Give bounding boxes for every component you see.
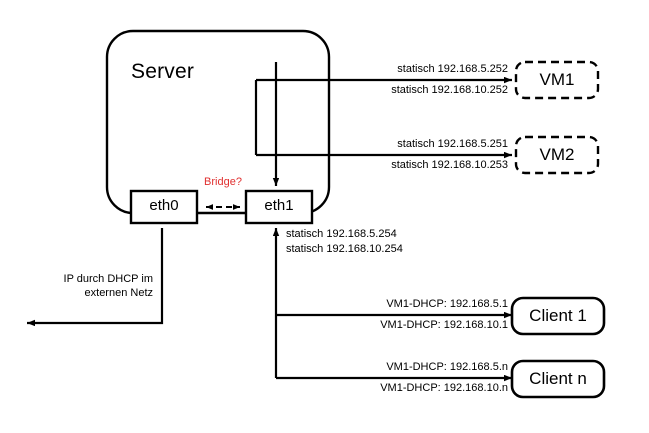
eth0-label: eth0 bbox=[149, 197, 179, 214]
external-dhcp-line1: IP durch DHCP im bbox=[63, 273, 153, 285]
eth1-box bbox=[244, 189, 314, 225]
eth1-address-line1: statisch 192.168.5.254 bbox=[286, 228, 397, 240]
client1-label: Client 1 bbox=[529, 306, 587, 325]
eth0-box bbox=[129, 189, 199, 225]
vm2-box bbox=[514, 135, 600, 175]
external-dhcp-line2: externen Netz bbox=[84, 287, 153, 299]
vm1-label: VM1 bbox=[539, 70, 575, 89]
vm2-address-above: statisch 192.168.5.251 bbox=[397, 138, 508, 150]
clientn-address-below: VM1-DHCP: 192.168.10.n bbox=[380, 382, 508, 394]
bridge-label: Bridge? bbox=[204, 176, 242, 188]
vm1-address-below: statisch 192.168.10.252 bbox=[391, 84, 508, 96]
vm1-box bbox=[514, 60, 600, 100]
vm2-address-below: statisch 192.168.10.253 bbox=[391, 159, 508, 171]
vm1-address-above: statisch 192.168.5.252 bbox=[397, 63, 508, 75]
client1-box bbox=[510, 296, 606, 336]
eth1-label: eth1 bbox=[264, 197, 294, 214]
server-box bbox=[105, 29, 331, 215]
eth1-address-line2: statisch 192.168.10.254 bbox=[286, 243, 403, 255]
server-title: Server bbox=[131, 60, 195, 83]
vm2-label: VM2 bbox=[539, 145, 575, 164]
clientn-address-above: VM1-DHCP: 192.168.5.n bbox=[386, 361, 508, 373]
external-dhcp-line bbox=[27, 228, 164, 327]
client1-address-above: VM1-DHCP: 192.168.5.1 bbox=[386, 298, 508, 310]
clientn-box bbox=[510, 359, 606, 399]
client1-address-below: VM1-DHCP: 192.168.10.1 bbox=[380, 319, 508, 331]
clientn-label: Client n bbox=[529, 369, 587, 388]
